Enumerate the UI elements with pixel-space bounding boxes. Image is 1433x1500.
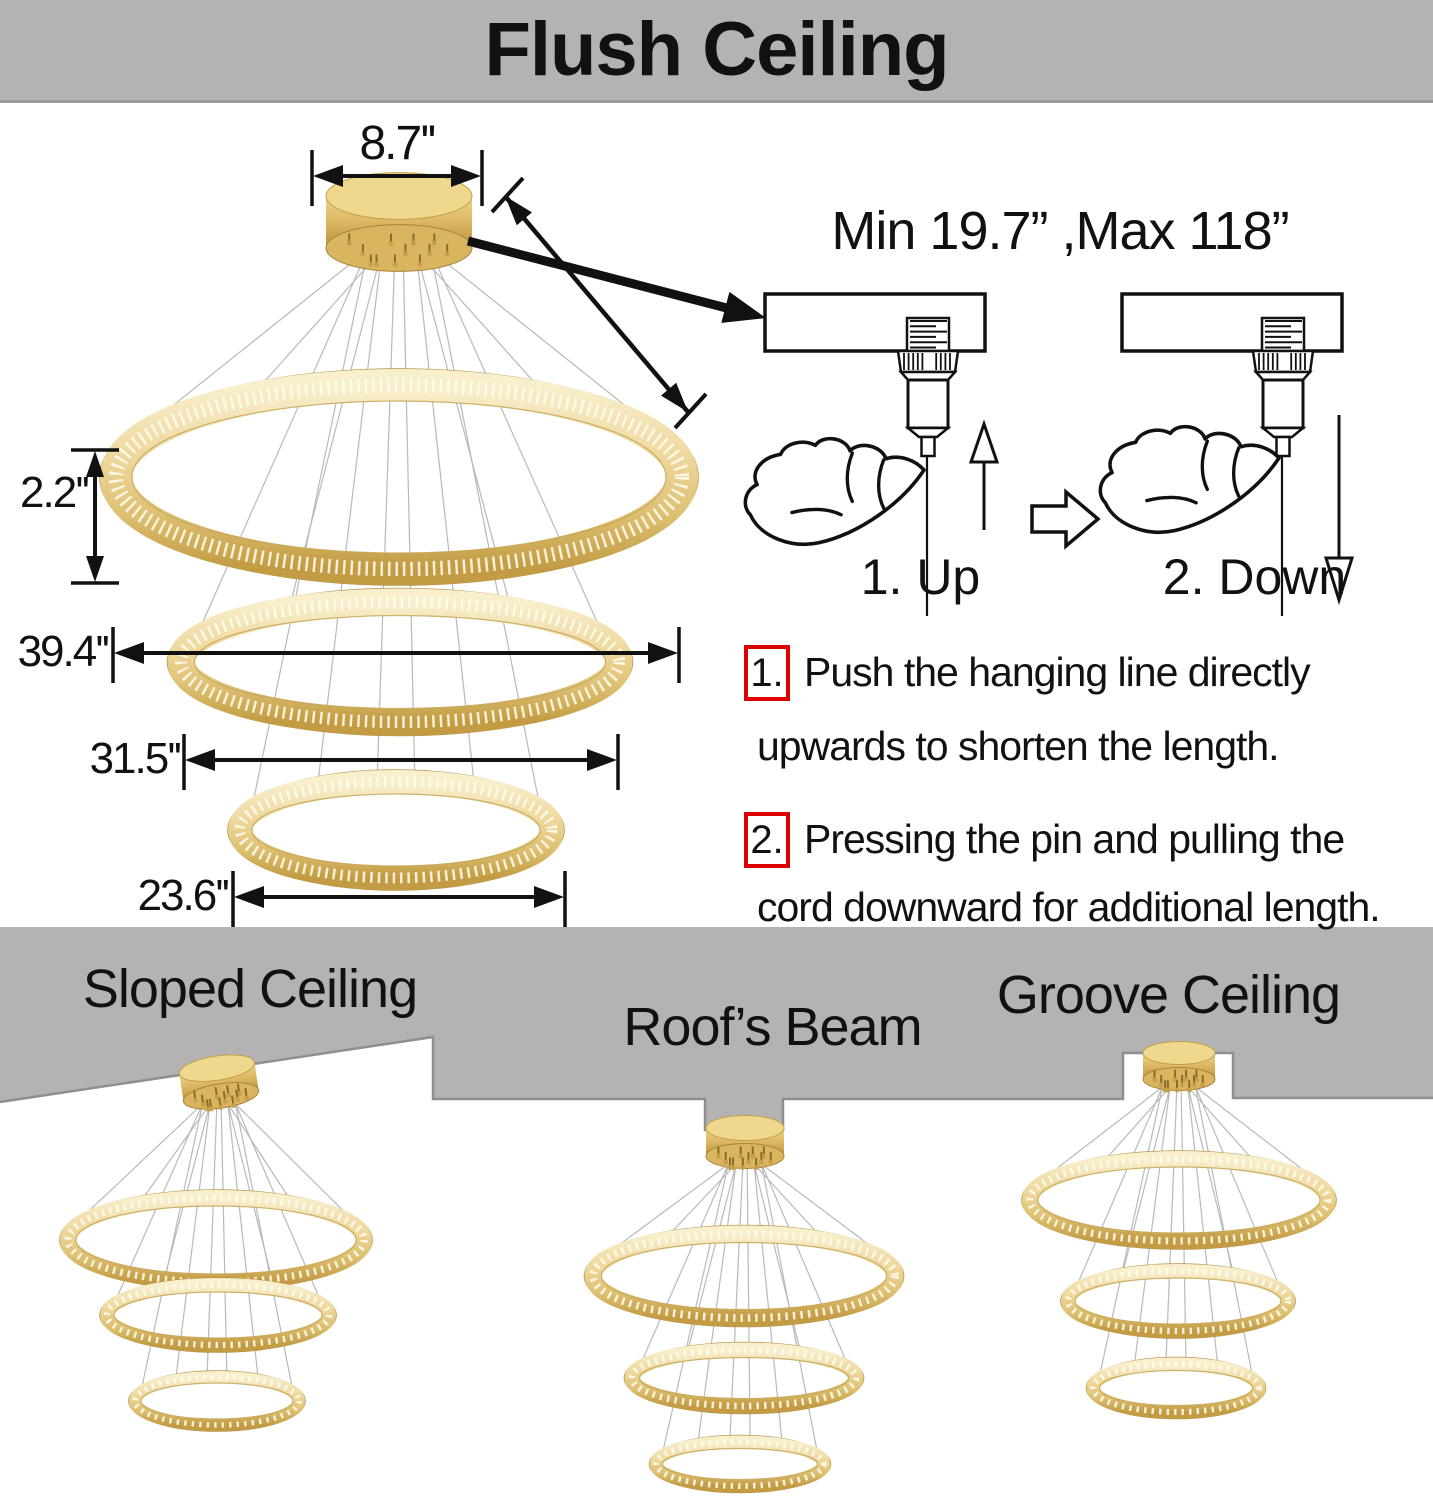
small-chandelier-sloped (59, 1054, 373, 1432)
mount-label-groove-ceiling: Groove Ceiling (996, 965, 1341, 1025)
step-down-label: 2. Down (1162, 549, 1347, 605)
small-chandelier-groove (1021, 1040, 1337, 1420)
dimension-ring-height: 2.2'' (20, 468, 90, 517)
instruction-1-line-2: upwards to shorten the length. (757, 723, 1280, 769)
page-title: Flush Ceiling (484, 7, 949, 92)
canopy-pointer-arrow (466, 236, 766, 323)
cord-adjuster-diagram (743, 292, 1000, 616)
instruction-2-line-2: cord downward for additional length. (757, 884, 1381, 930)
hanging-length-arrow (490, 176, 708, 430)
next-step-arrow-icon (1030, 488, 1101, 550)
dimension-ring-large: 39.4'' (17, 627, 110, 676)
small-chandelier-beam (583, 1115, 905, 1494)
cord-adjuster-diagram (1098, 292, 1355, 616)
title-band (0, 0, 1433, 103)
main-chandelier-illustration (99, 172, 699, 891)
hanging-range-label: Min 19.7” ,Max 118” (831, 201, 1289, 261)
hand-icon (743, 436, 926, 546)
ceiling-band (0, 927, 1433, 1130)
canopy-icon (325, 172, 473, 272)
instruction-number-2: 2. (744, 812, 790, 868)
canopy-icon (178, 1054, 260, 1112)
instruction-1-line-1: Push the hanging line directly (804, 649, 1311, 695)
step-up-label: 1. Up (860, 549, 981, 605)
canopy-icon (1142, 1040, 1216, 1093)
dimension-ring-medium: 31.5'' (89, 734, 182, 783)
dimension-arrows (71, 150, 681, 927)
dimension-canopy-width: 8.7'' (359, 117, 436, 170)
mount-label-sloped-ceiling: Sloped Ceiling (82, 959, 418, 1019)
instruction-2-line-1: Pressing the pin and pulling the (804, 816, 1345, 862)
canopy-icon (705, 1115, 785, 1171)
mount-label-roofs-beam: Roof’s Beam (623, 997, 922, 1057)
dimension-ring-small: 23.6'' (137, 871, 230, 920)
instruction-number-1: 1. (744, 645, 790, 701)
hand-icon (1098, 424, 1281, 534)
